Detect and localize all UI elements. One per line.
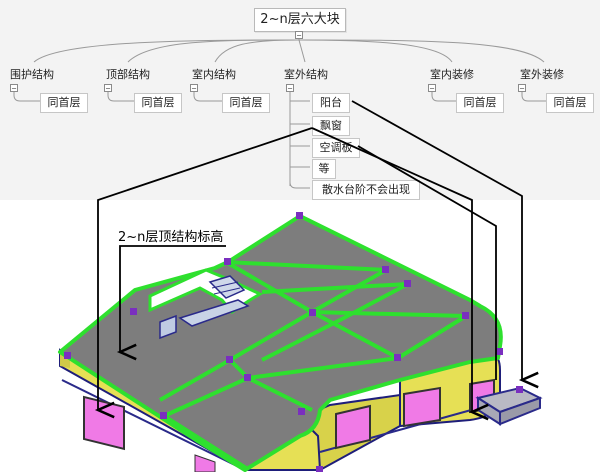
collapse-toggle-enclosure[interactable]: − [10,84,18,93]
column-markers [64,212,523,472]
mind-map-panel: 2~n层六大块 − 围护结构 − 同首层 顶部结构 − 同首层 室内结构 − 同… [0,0,600,200]
mind-map-root[interactable]: 2~n层六大块 [254,8,346,32]
collapse-toggle-indoor-decoration[interactable]: − [428,84,436,93]
child-balcony[interactable]: 阳台 [312,93,350,113]
branch-enclosure-structure[interactable]: 围护结构 [10,68,54,81]
child-outdoor-decoration-same-as-first-floor[interactable]: 同首层 [546,93,594,113]
roof-elevation-annotation: 2~n层顶结构标高 [118,230,224,245]
child-indoor-decoration-same-as-first-floor[interactable]: 同首层 [456,93,504,113]
roof-beams [159,260,468,470]
child-bay-window[interactable]: 飘窗 [312,116,350,136]
branch-indoor-structure[interactable]: 室内结构 [192,68,236,81]
collapse-toggle-root[interactable]: − [295,31,303,40]
child-apron-steps-note[interactable]: 散水台阶不会出现 [312,180,420,200]
collapse-toggle-indoor[interactable]: − [190,84,198,93]
mind-map-connectors [13,34,546,189]
collapse-toggle-outdoor-decoration[interactable]: − [518,84,526,93]
collapse-toggle-outdoor[interactable]: − [286,84,294,93]
collapse-toggle-top[interactable]: − [104,84,112,93]
branch-outdoor-structure[interactable]: 室外结构 [284,68,328,81]
child-indoor-same-as-first-floor[interactable]: 同首层 [222,93,270,113]
branch-top-structure[interactable]: 顶部结构 [106,68,150,81]
child-enclosure-same-as-first-floor[interactable]: 同首层 [40,93,88,113]
roof-slab [58,214,503,472]
branch-outdoor-decoration[interactable]: 室外装修 [520,68,564,81]
windows [83,378,495,472]
child-top-same-as-first-floor[interactable]: 同首层 [134,93,182,113]
leader-lines [94,100,539,421]
branch-indoor-decoration[interactable]: 室内装修 [430,68,474,81]
child-etc[interactable]: 等 [312,159,336,179]
